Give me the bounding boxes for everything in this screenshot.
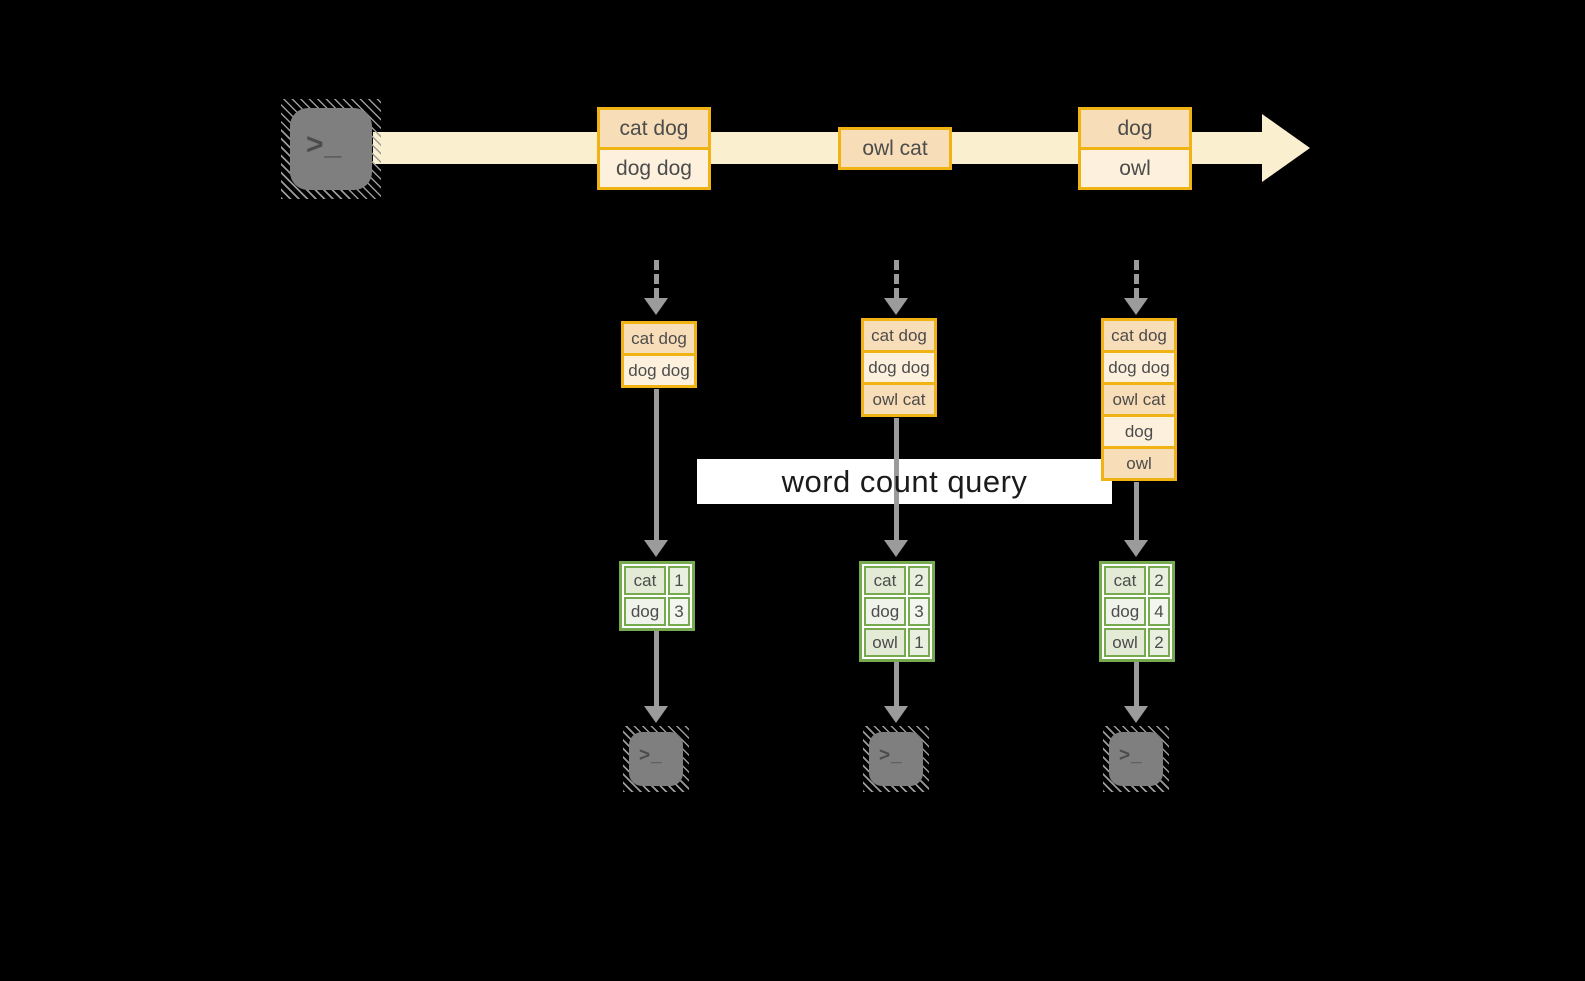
message-stack-3: cat dog dog dog owl cat dog owl (1101, 318, 1177, 481)
stream-arrowhead-icon (1262, 114, 1310, 182)
message-stack-1: cat dog dog dog (621, 321, 697, 388)
table-row: cat 2 (864, 566, 930, 595)
arrow-shaft (653, 389, 659, 540)
stream-message-batch-1: cat dog dog dog (597, 107, 711, 190)
count-table-3: cat 2 dog 4 owl 2 (1099, 561, 1175, 662)
stack-row: dog (1104, 414, 1174, 446)
query-label-box (697, 459, 1112, 504)
output-terminal-icon-2: >_ (863, 726, 929, 792)
arrow-shaft (893, 657, 899, 706)
arrow-head-icon (643, 298, 668, 315)
stack-row: cat dog (1104, 321, 1174, 350)
count-cell: 2 (908, 566, 930, 595)
message-row: cat dog (600, 110, 708, 147)
table-row: owl 1 (864, 628, 930, 657)
terminal-prompt-icon: >_ (639, 745, 663, 766)
output-terminal-icon-1: >_ (623, 726, 689, 792)
message-row: dog dog (600, 147, 708, 187)
output-terminal-icon-3: >_ (1103, 726, 1169, 792)
word-cell: owl (1104, 628, 1146, 657)
terminal-body: >_ (290, 108, 372, 190)
message-stack-2: cat dog dog dog owl cat (861, 318, 937, 417)
stack-row: dog dog (624, 353, 694, 385)
word-cell: cat (1104, 566, 1146, 595)
terminal-prompt-icon: >_ (879, 745, 903, 766)
word-cell: dog (624, 597, 666, 626)
arrow-shaft (893, 418, 899, 540)
query-label: word count query (781, 463, 1028, 499)
stack-row: owl cat (864, 382, 934, 414)
terminal-prompt-icon: >_ (306, 128, 343, 161)
stream-message-batch-3: dog owl (1078, 107, 1192, 190)
count-cell: 2 (1148, 628, 1170, 657)
arrow-head-icon (1123, 706, 1148, 723)
terminal-body: >_ (869, 732, 923, 786)
stack-row: cat dog (624, 324, 694, 353)
stack-row: dog dog (864, 350, 934, 382)
count-cell: 4 (1148, 597, 1170, 626)
table-row: cat 1 (624, 566, 690, 595)
arrow-head-icon (883, 540, 908, 557)
stack-row: dog dog (1104, 350, 1174, 382)
word-cell: dog (1104, 597, 1146, 626)
arrow-shaft (653, 628, 659, 706)
table-row: dog 4 (1104, 597, 1170, 626)
stack-row: owl (1104, 446, 1174, 478)
arrow-head-icon (643, 540, 668, 557)
stack-row: cat dog (864, 321, 934, 350)
arrow-head-icon (883, 706, 908, 723)
terminal-body: >_ (1109, 732, 1163, 786)
count-cell: 1 (668, 566, 690, 595)
arrow-head-icon (1123, 298, 1148, 315)
word-cell: cat (864, 566, 906, 595)
count-table-1: cat 1 dog 3 (619, 561, 695, 631)
table-row: cat 2 (1104, 566, 1170, 595)
terminal-prompt-icon: >_ (1119, 745, 1143, 766)
stream-message-batch-2: owl cat (838, 127, 952, 170)
count-cell: 3 (908, 597, 930, 626)
word-cell: cat (624, 566, 666, 595)
table-row: dog 3 (624, 597, 690, 626)
arrow-shaft (1133, 657, 1139, 706)
arrow-head-icon (883, 298, 908, 315)
stack-row: owl cat (1104, 382, 1174, 414)
word-cell: owl (864, 628, 906, 657)
terminal-body: >_ (629, 732, 683, 786)
arrow-shaft (893, 260, 899, 298)
count-table-2: cat 2 dog 3 owl 1 (859, 561, 935, 662)
arrow-head-icon (643, 706, 668, 723)
arrow-shaft (1133, 260, 1139, 298)
table-row: owl 2 (1104, 628, 1170, 657)
arrow-head-icon (1123, 540, 1148, 557)
count-cell: 2 (1148, 566, 1170, 595)
message-row: owl (1081, 147, 1189, 187)
word-cell: dog (864, 597, 906, 626)
message-row: dog (1081, 110, 1189, 147)
source-terminal-icon: >_ (281, 99, 381, 199)
table-row: dog 3 (864, 597, 930, 626)
count-cell: 1 (908, 628, 930, 657)
arrow-shaft (653, 260, 659, 298)
count-cell: 3 (668, 597, 690, 626)
message-row: owl cat (841, 130, 949, 167)
arrow-shaft (1133, 482, 1139, 540)
